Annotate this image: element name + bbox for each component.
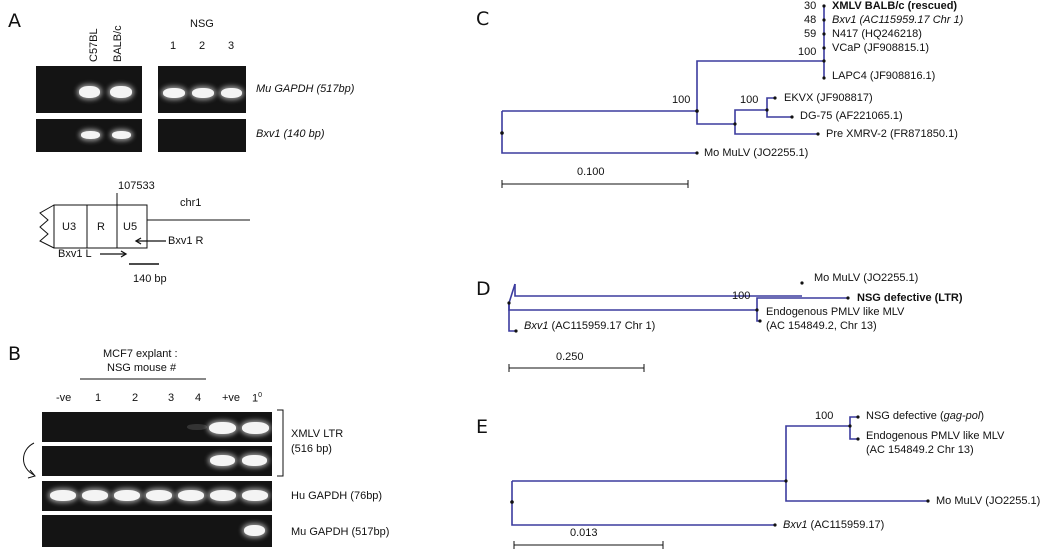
panel-d-letter: D [476,278,491,300]
band [50,490,76,501]
band [178,490,204,501]
label-mu-gapdh: Mu GAPDH (517bp) [256,83,355,95]
band [163,88,185,98]
band [209,422,236,434]
position-label: 107533 [118,180,155,192]
nsg-lane-2: 2 [199,40,206,52]
bootstrap-59: 59 [804,28,817,40]
bootstrap-d: 100 [732,290,751,302]
gel-b-hu-gapdh [42,481,272,511]
lane-4: 4 [195,392,202,404]
panel-a-letter: A [8,10,21,32]
lane-pos: +ve [222,392,241,404]
scale-d: 0.250 [556,351,584,363]
chrom-label: chr1 [180,197,202,209]
band [210,490,236,501]
nsg-lane-3: 3 [228,40,235,52]
scale-c: 0.100 [577,166,605,178]
band [112,131,131,139]
label-mu-gapdh-b: Mu GAPDH (517bp) [291,526,390,538]
lane-neg: -ve [56,392,72,404]
taxon-mo-mulv-c: Mo MuLV (JO2255.1) [704,147,809,159]
taxon-xmlv-balbc: XMLV BALB/c (rescued) [832,0,958,12]
panel-e-letter: E [476,416,489,438]
band [242,490,268,501]
gel-a-bxv1-left [36,119,142,152]
primer-right-label: Bxv1 R [168,235,204,247]
band [244,525,265,536]
taxon-dg75: DG-75 (AF221065.1) [800,110,903,122]
taxon-endogenous-d2: (AC 154849.2, Chr 13) [766,320,877,332]
box-u5: U5 [123,221,138,233]
taxon-ekvx: EKVX (JF908817) [784,92,873,104]
band [79,86,100,98]
primer-left-label: Bxv1 L [58,248,92,260]
panel-b-letter: B [8,343,22,365]
gel-a-bxv1-right [158,119,246,152]
bootstrap-100-b: 100 [672,94,691,106]
gel-a-gapdh-left [36,66,142,113]
taxon-bxv1-d: Bxv1 (AC115959.17 Chr 1) [524,320,656,332]
band [114,490,140,501]
band [82,490,108,501]
nsg-header: NSG [190,18,214,30]
taxon-endogenous-e1: Endogenous PMLV like MLV [866,430,1005,442]
box-r: R [97,221,105,233]
gel-b-mu-gapdh [42,515,272,547]
taxon-mo-mulv-d: Mo MuLV (JO2255.1) [814,272,919,284]
bootstrap-48: 48 [804,14,817,26]
taxon-lapc4: LAPC4 (JF908816.1) [832,70,936,82]
explant-title-2: NSG mouse # [107,362,177,374]
panel-c-letter: C [476,8,490,30]
band [146,490,172,501]
taxon-pre-xmrv2: Pre XMRV-2 (FR871850.1) [826,128,958,140]
amplicon-label: 140 bp [133,273,167,285]
taxon-nsg-defective-ltr: NSG defective (LTR) [857,292,963,304]
bootstrap-100-a: 100 [798,46,817,58]
bootstrap-30: 30 [804,0,817,12]
explant-title-1: MCF7 explant : [103,348,178,360]
lane-primary: 10 [252,392,263,405]
gel-a-gapdh-right [158,66,246,113]
band [242,455,267,466]
band [221,88,242,98]
taxon-vcap: VCaP (JF908815.1) [832,42,930,54]
scale-e: 0.013 [570,527,598,539]
taxon-nsg-defective-gag: NSG defective (gag-pol) [866,410,985,422]
label-bxv1: Bxv1 (140 bp) [256,128,325,140]
taxon-bxv1-c: Bxv1 (AC115959.17 Chr 1) [832,14,964,26]
taxon-n417: N417 (HQ246218) [832,28,922,40]
label-xmlv-ltr: XMLV LTR [291,428,344,440]
gel-b-ltr [42,412,272,442]
taxon-mo-mulv-e: Mo MuLV (JO2255.1) [936,495,1040,507]
taxon-endogenous-e2: (AC 154849.2 Chr 13) [866,444,974,456]
band [192,88,214,98]
nsg-lane-1: 1 [170,40,177,52]
band [110,86,132,98]
box-u3: U3 [62,221,77,233]
band [187,424,207,430]
gel-b-ltr-2 [42,446,272,476]
lane-3: 3 [168,392,175,404]
band [210,455,235,466]
bootstrap-e: 100 [815,410,834,422]
bootstrap-100-c: 100 [740,94,759,106]
band [81,131,100,139]
band [242,422,269,434]
label-xmlv-ltr-size: (516 bp) [291,443,332,455]
label-hu-gapdh: Hu GAPDH (76bp) [291,490,383,502]
taxon-endogenous-d1: Endogenous PMLV like MLV [766,306,905,318]
lane-1: 1 [95,392,102,404]
lane-2: 2 [132,392,139,404]
taxon-bxv1-e: Bxv1 (AC115959.17) [783,519,885,531]
